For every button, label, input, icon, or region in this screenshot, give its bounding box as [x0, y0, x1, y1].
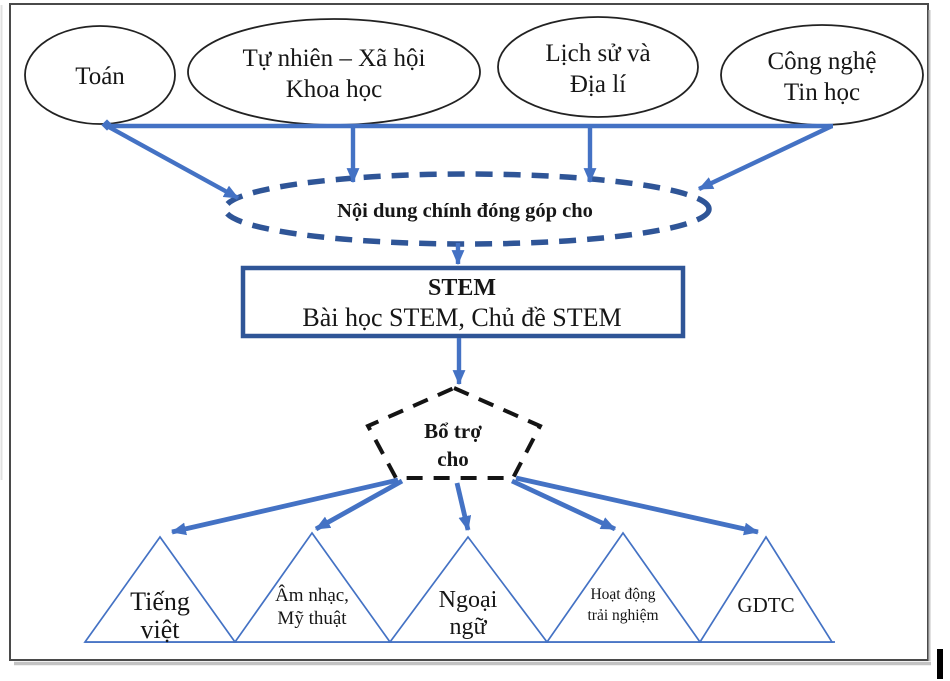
- support-pentagon-label: cho: [437, 447, 469, 471]
- subject-ellipse-cong-nghe-tin-hoc: Công nghệ Tin học: [720, 24, 924, 126]
- arrow-pentagon-to-tieng-viet: [170, 477, 399, 536]
- triangle-label: Tiếng: [130, 587, 190, 616]
- arrow-pentagon-to-am-nhac: [314, 478, 404, 532]
- support-pentagon-label: Bổ trợ: [424, 419, 482, 443]
- subject-ellipse-label: Địa lí: [570, 71, 626, 98]
- ellipse-shape: [720, 24, 924, 126]
- stem-box-border: [240, 265, 686, 339]
- subject-ellipse-label: Khoa học: [286, 76, 383, 103]
- subject-ellipse-label: Toán: [75, 63, 125, 90]
- triangle-label: Âm nhạc,: [275, 584, 349, 606]
- triangle-label: GDTC: [737, 593, 794, 617]
- arrow-cong-nghe-to-hub: [698, 124, 833, 191]
- triangle-tieng-viet: Tiếng việt: [83, 535, 237, 644]
- arrow-pentagon-to-ngoai-ngu: [454, 482, 472, 532]
- triangle-label: việt: [141, 615, 181, 644]
- stem-box-subtitle: Bài học STEM, Chủ đề STEM: [302, 303, 621, 332]
- arrow-pentagon-to-gdtc: [515, 475, 760, 536]
- ellipse-shape: [497, 16, 699, 118]
- subject-ellipse-label: Tự nhiên – Xã hội: [243, 45, 426, 72]
- triangle-gdtc: GDTC: [698, 535, 834, 643]
- triangle-label: Hoạt động: [590, 586, 655, 603]
- ellipse-shape: [24, 25, 176, 125]
- triangle-shape: [83, 535, 237, 643]
- triangle-hoat-dong-trai-nghiem: Hoạt động trải nghiệm: [545, 531, 702, 643]
- subject-ellipse-tu-nhien-xa-hoi: Tự nhiên – Xã hội Khoa học: [187, 18, 481, 126]
- stem-box-title: STEM: [428, 275, 496, 301]
- triangle-label: ngữ: [449, 614, 487, 640]
- arrow-toan-to-hub: [105, 124, 240, 200]
- triangle-label: Mỹ thuật: [277, 608, 347, 629]
- triangle-label: trải nghiệm: [587, 607, 658, 624]
- triangle-shape: [545, 531, 702, 643]
- arrow-pentagon-to-hoat-dong: [510, 478, 617, 532]
- subject-ellipse-label: Lịch sử và: [545, 40, 650, 67]
- pentagon-shape: [365, 385, 543, 480]
- contribution-hub-label: Nội dung chính đóng góp cho: [337, 200, 593, 222]
- contribution-hub-ellipse: [222, 171, 712, 247]
- triangle-shape: [233, 531, 392, 643]
- page-frame: [9, 3, 929, 661]
- triangle-label: Ngoại: [439, 587, 498, 613]
- stem-box: STEM Bài học STEM, Chủ đề STEM: [240, 265, 686, 339]
- triangle-am-nhac-my-thuat: Âm nhạc, Mỹ thuật: [233, 531, 392, 643]
- subject-ellipse-label: Tin học: [784, 79, 860, 106]
- subject-ellipse-label: Công nghệ: [767, 48, 876, 75]
- triangle-shape: [388, 535, 549, 643]
- triangle-ngoai-ngu: Ngoại ngữ: [388, 535, 549, 643]
- ellipse-shape: [187, 18, 481, 126]
- cursor-artifact: [937, 649, 943, 679]
- subject-ellipse-lich-su-dia-li: Lịch sử và Địa lí: [497, 16, 699, 118]
- support-pentagon: Bổ trợ cho: [365, 385, 543, 480]
- triangle-shape: [698, 535, 834, 643]
- subject-ellipse-toan: Toán: [24, 25, 176, 125]
